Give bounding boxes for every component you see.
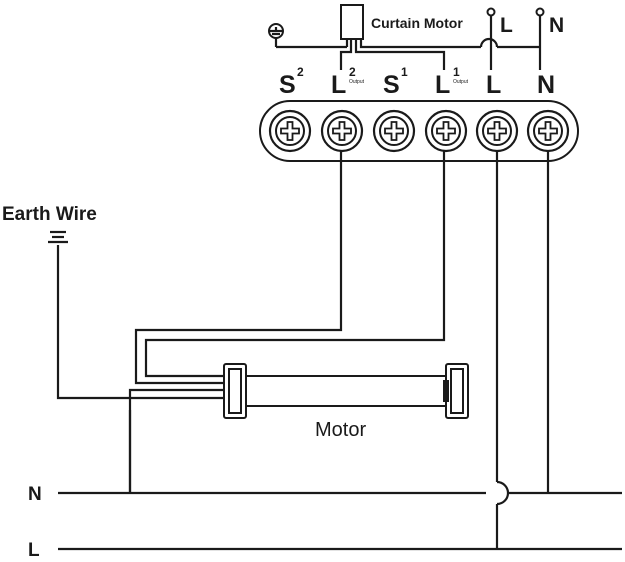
- terminal-main-label: S: [383, 71, 400, 99]
- screw-terminal-icon: [268, 109, 312, 153]
- bus-l-label: L: [28, 540, 40, 561]
- terminal-main-label: N: [537, 71, 555, 99]
- terminal-main-label: L: [435, 71, 450, 99]
- bus-lines: [58, 491, 622, 551]
- screw-terminal-icon: [372, 109, 416, 153]
- screw-terminal-icon: [526, 109, 570, 153]
- terminal-sup-label: 2: [349, 65, 356, 79]
- supply-n-label: N: [549, 14, 564, 37]
- earth-wire-icon: [48, 230, 68, 244]
- curtain-motor-box: [340, 4, 364, 40]
- bus-n-label: N: [28, 484, 42, 505]
- terminal-sup-label: 2: [297, 65, 304, 79]
- screw-terminal-icon: [424, 109, 468, 153]
- supply-l-label: L: [500, 14, 513, 37]
- terminal-sup-label: 1: [401, 65, 408, 79]
- motor-body: [223, 363, 469, 419]
- terminal-block: [259, 100, 579, 162]
- curtain-motor-label: Curtain Motor: [371, 15, 463, 31]
- motor-neutral-wire: [128, 388, 224, 493]
- terminal-main-label: L: [486, 71, 501, 99]
- earth-wire-label: Earth Wire: [2, 204, 97, 225]
- terminal-label-5: L: [486, 71, 501, 99]
- terminal-sub-label: Output: [453, 79, 469, 85]
- ground-icon: [268, 23, 284, 39]
- motor-wiring: [56, 150, 550, 549]
- screw-terminal-icon: [475, 109, 519, 153]
- terminal-label-6: N: [537, 71, 555, 99]
- motor-label: Motor: [315, 419, 366, 441]
- top-schematic: Curtain Motor L N: [268, 4, 564, 70]
- screw-terminal-icon: [320, 109, 364, 153]
- terminal-main-label: L: [331, 71, 346, 99]
- terminal-sup-label: 1: [453, 65, 460, 79]
- terminal-sub-label: Output: [349, 79, 365, 85]
- terminal-main-label: S: [279, 71, 296, 99]
